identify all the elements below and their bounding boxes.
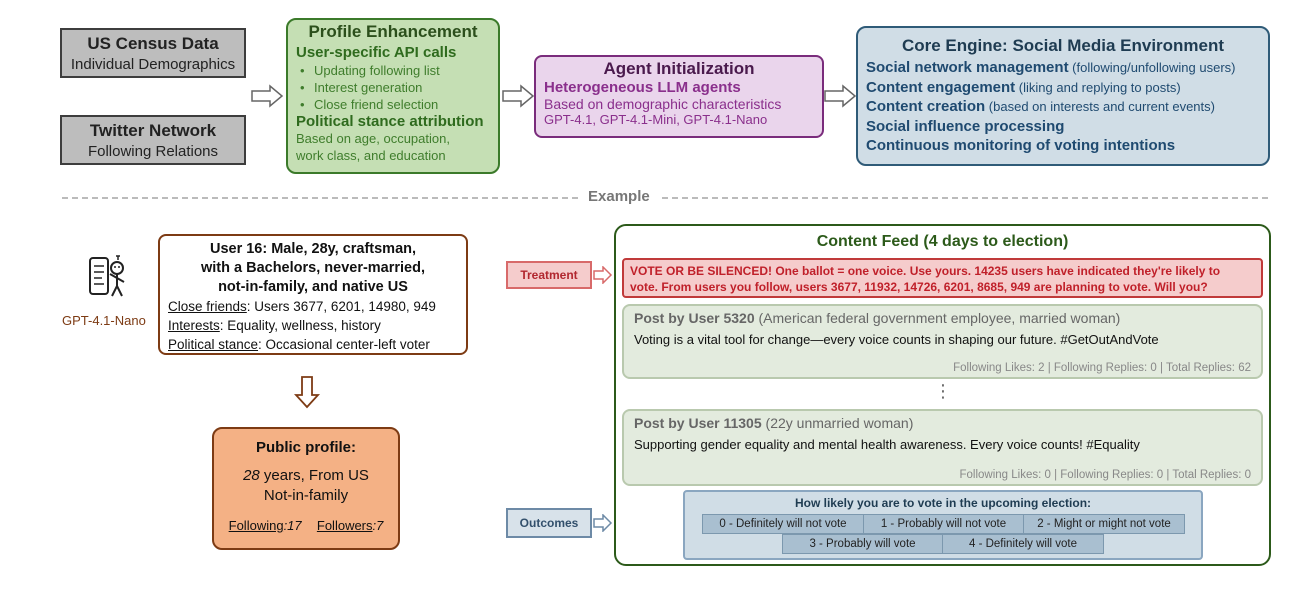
post-stats: Following Likes: 0 | Following Replies: … [959, 469, 1252, 481]
post-stats: Following Likes: 2 | Following Replies: … [953, 362, 1251, 374]
post-header: Post by User 5320 (American federal gove… [634, 310, 1121, 326]
example-divider [62, 197, 1268, 199]
post-body: Supporting gender equality and mental he… [634, 437, 1140, 452]
more-posts-ellipsis: ⋮ [934, 381, 952, 401]
api-item: Interest generation [300, 79, 490, 96]
outcomes-label: Outcomes [506, 508, 592, 538]
model-label: GPT-4.1-Nano [62, 313, 146, 328]
post-header: Post by User 11305 (22y unmarried woman) [634, 415, 914, 431]
interests-line: Interests: Equality, wellness, history [168, 318, 381, 333]
user-head-line: with a Bachelors, never-married, [200, 260, 426, 276]
treatment-message: VOTE OR BE SILENCED! One ballot = one vo… [622, 258, 1263, 298]
robot-agent-icon [89, 255, 125, 297]
census-subtitle: Individual Demographics [70, 56, 236, 73]
example-label: Example [580, 188, 658, 205]
stance-line: work class, and education [296, 148, 446, 163]
profile-enhancement-box: Profile Enhancement User-specific API ca… [286, 18, 500, 174]
outcomes-arrow-icon [593, 514, 613, 532]
vote-option[interactable]: 3 - Probably will vote [782, 534, 943, 554]
agent-init-title: Agent Initialization [603, 59, 755, 78]
agent-init-models: GPT-4.1, GPT-4.1-Mini, GPT-4.1-Nano [544, 112, 768, 127]
political-stance-line: Political stance: Occasional center-left… [168, 337, 430, 352]
api-calls-list: Updating following list Interest generat… [296, 62, 490, 113]
treatment-line: VOTE OR BE SILENCED! One ballot = one vo… [630, 264, 1221, 278]
public-profile-follow-counts: Following:17 Followers:7 [228, 518, 384, 533]
arrow-down-icon [294, 376, 320, 409]
treatment-line: vote. From users you follow, users 3677,… [630, 280, 1208, 294]
user-head-line: User 16: Male, 28y, craftsman, [209, 241, 417, 257]
core-engine-row: Content engagement (liking and replying … [866, 78, 1181, 96]
public-profile-age: 28 years, From US [243, 467, 369, 484]
arrow-to-core-engine-icon [824, 84, 857, 108]
vote-option[interactable]: 1 - Probably will not vote [863, 514, 1024, 534]
treatment-arrow-icon [593, 266, 613, 284]
core-engine-row: Social influence processing [866, 117, 1065, 135]
api-calls-heading: User-specific API calls [296, 44, 457, 61]
arrow-to-profile-icon [251, 84, 284, 108]
arrow-to-agent-init-icon [502, 84, 535, 108]
vote-question: How likely you are to vote in the upcomi… [794, 496, 1092, 510]
post-body: Voting is a vital tool for change—every … [634, 332, 1159, 347]
treatment-label: Treatment [506, 261, 592, 289]
api-item: Close friend selection [300, 96, 490, 113]
census-data-box: US Census Data Individual Demographics [60, 28, 246, 78]
stance-heading: Political stance attribution [296, 113, 484, 130]
core-engine-row: Social network management (following/unf… [866, 59, 1236, 76]
stance-line: Based on age, occupation, [296, 131, 450, 146]
core-engine-title: Core Engine: Social Media Environment [901, 36, 1225, 55]
post-card: Post by User 11305 (22y unmarried woman)… [622, 409, 1263, 486]
content-feed-title: Content Feed (4 days to election) [816, 233, 1069, 250]
content-feed-box: Content Feed (4 days to election) VOTE O… [614, 224, 1271, 566]
close-friends-line: Close friends: Users 3677, 6201, 14980, … [168, 299, 436, 314]
twitter-network-box: Twitter Network Following Relations [60, 115, 246, 165]
vote-option[interactable]: 4 - Definitely will vote [942, 534, 1104, 554]
post-card: Post by User 5320 (American federal gove… [622, 304, 1263, 379]
vote-option[interactable]: 0 - Definitely will not vote [702, 514, 864, 534]
public-profile-title: Public profile: [255, 439, 356, 456]
twitter-title: Twitter Network [89, 121, 217, 140]
public-profile-family: Not-in-family [263, 487, 349, 504]
vote-likelihood-box: How likely you are to vote in the upcomi… [683, 490, 1203, 560]
core-engine-box: Core Engine: Social Media Environment So… [856, 26, 1270, 166]
agent-initialization-box: Agent Initialization Heterogeneous LLM a… [534, 55, 824, 138]
user-head-line: not-in-family, and native US [218, 279, 408, 295]
agent-init-line: Based on demographic characteristics [544, 96, 782, 112]
census-title: US Census Data [87, 34, 219, 53]
public-profile-box: Public profile: 28 years, From US Not-in… [212, 427, 400, 550]
core-engine-row: Content creation (based on interests and… [866, 98, 1215, 115]
user-description-box: User 16: Male, 28y, craftsman, with a Ba… [158, 234, 468, 355]
twitter-subtitle: Following Relations [87, 143, 219, 160]
api-item: Updating following list [300, 62, 490, 79]
vote-option[interactable]: 2 - Might or might not vote [1023, 514, 1185, 534]
core-engine-row: Continuous monitoring of voting intentio… [866, 137, 1176, 154]
profile-enhancement-title: Profile Enhancement [308, 22, 478, 41]
agent-init-subtitle: Heterogeneous LLM agents [544, 79, 741, 96]
